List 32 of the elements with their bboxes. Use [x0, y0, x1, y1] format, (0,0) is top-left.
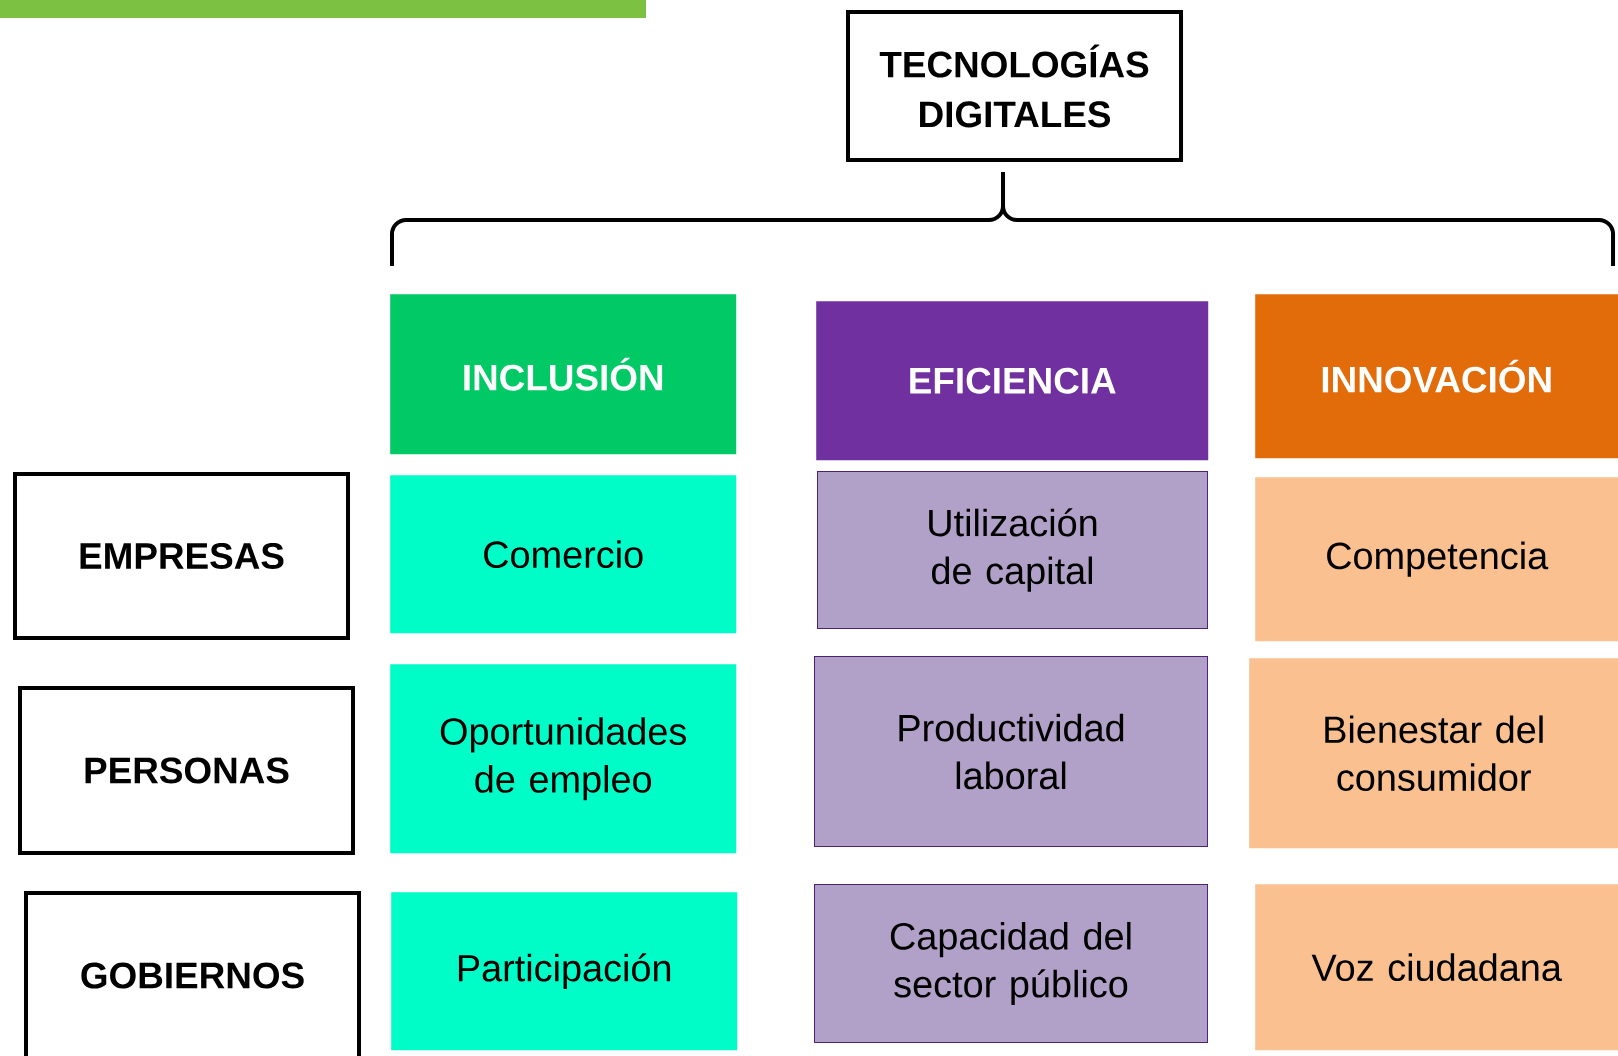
header-box — [390, 294, 737, 455]
node-label: Utilización de capital — [929, 508, 1097, 592]
category-box — [390, 664, 737, 854]
node-label: EMPRESAS — [80, 542, 284, 570]
category-box — [814, 656, 1208, 847]
node-label: PERSONAS — [85, 757, 289, 784]
category-box — [1255, 884, 1618, 1051]
node-label: Oportunidades de empleo — [440, 717, 686, 801]
category-box — [817, 471, 1208, 629]
title-box — [846, 10, 1183, 162]
node-label: INCLUSIÓN — [464, 357, 663, 391]
node-label: Participación — [458, 953, 671, 990]
category-box — [391, 892, 738, 1051]
node-label: Capacidad del sector público — [890, 921, 1131, 1006]
row-label-box — [18, 686, 355, 855]
category-box — [390, 475, 737, 634]
category-box — [1255, 477, 1618, 642]
node-label: TECNOLOGÍAS DIGITALES — [879, 44, 1149, 128]
node-label: Competencia — [1327, 541, 1549, 577]
header-box — [1255, 294, 1618, 459]
row-label-box — [13, 472, 350, 640]
node-label: Voz ciudadana — [1311, 953, 1562, 982]
node-label: Bienestar del consumidor — [1325, 715, 1543, 792]
category-box — [1249, 658, 1618, 849]
node-label: Productividad laboral — [899, 713, 1124, 790]
node-label: GOBIERNOS — [81, 962, 304, 989]
node-label: EFICIENCIA — [910, 367, 1116, 394]
node-label: INNOVACIÓN — [1322, 359, 1551, 393]
category-box — [814, 884, 1208, 1043]
header-box — [816, 301, 1209, 461]
row-label-box — [24, 891, 361, 1056]
node-label: Comercio — [484, 540, 643, 569]
